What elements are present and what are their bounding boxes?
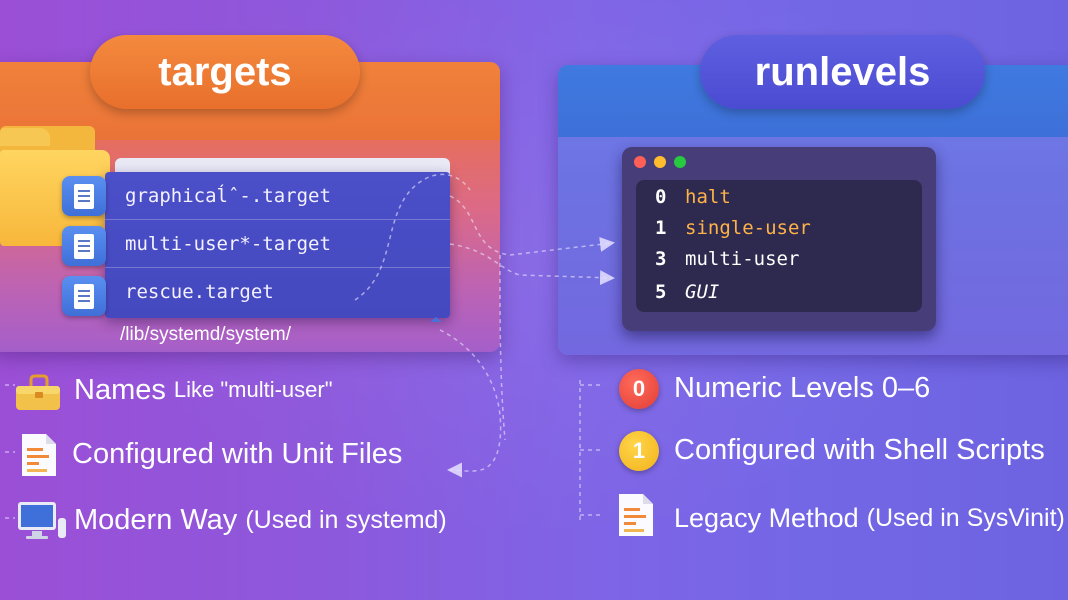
target-row[interactable]: rescue.target: [105, 268, 450, 316]
toolbox-icon: [16, 374, 60, 410]
runlevel-name: halt: [685, 186, 731, 208]
bullet-main: Legacy Method: [674, 502, 859, 533]
targets-title: targets: [90, 35, 360, 109]
systemd-path-label: /lib/systemd/system/: [120, 324, 292, 345]
badge-one-icon: 1: [619, 431, 659, 471]
unit-file-icon: [62, 176, 106, 216]
bullet-sub: Like "multi-user": [173, 377, 333, 402]
unit-file-icon: [62, 276, 106, 316]
target-label: rescue.target: [125, 281, 274, 303]
terminal-line: 3 multi-user: [655, 245, 799, 273]
targets-bullet-unit-files: Configured with Unit Files: [72, 430, 402, 478]
target-row[interactable]: graphicaĺˆ-.target: [105, 172, 450, 220]
target-row[interactable]: multi-user*-target: [105, 220, 450, 268]
bullet-sub: (Used in SysVinit): [866, 503, 1065, 532]
unit-file-icon: [62, 226, 106, 266]
target-file-list: graphicaĺˆ-.target multi-user*-target r…: [105, 172, 450, 318]
terminal-line: 5 GUI: [655, 278, 719, 306]
runlevel-number: 5: [655, 281, 667, 303]
document-icon: [619, 494, 653, 536]
minimize-dot-icon: [654, 156, 666, 168]
runlevel-name: GUI: [685, 281, 720, 303]
bullet-main: Numeric Levels 0–6: [674, 371, 931, 404]
targets-bullet-names: Names Like "multi-user": [74, 366, 333, 414]
bullet-main: Configured with Unit Files: [72, 437, 403, 470]
runlevels-bullet-legacy: Legacy Method (Used in SysVinit): [674, 494, 1065, 542]
terminal-line: 0 halt: [655, 183, 731, 211]
bullet-main: Configured with Shell Scripts: [674, 433, 1045, 466]
target-label: graphicaĺˆ-.target: [125, 184, 331, 207]
document-icon: [22, 434, 56, 476]
bullet-main: Names: [74, 373, 166, 406]
runlevels-bullet-numeric: Numeric Levels 0–6: [674, 364, 930, 412]
bullet-sub: (Used in systemd): [245, 505, 447, 534]
folder-tab: [0, 128, 50, 146]
runlevels-bullet-shell-scripts: Configured with Shell Scripts: [674, 426, 1045, 474]
terminal-screen: [636, 180, 922, 312]
runlevels-title: runlevels: [700, 35, 985, 109]
close-dot-icon: [634, 156, 646, 168]
runlevel-name: single-user: [685, 217, 811, 239]
maximize-dot-icon: [674, 156, 686, 168]
runlevel-number: 3: [655, 248, 667, 270]
monitor-icon: [18, 502, 66, 539]
targets-bullet-modern-way: Modern Way (Used in systemd): [74, 496, 447, 544]
runlevel-number: 0: [655, 186, 667, 208]
runlevel-number: 1: [655, 217, 667, 239]
runlevel-name: multi-user: [685, 248, 800, 270]
terminal-line: 1 single-user: [655, 214, 811, 242]
bullet-main: Modern Way: [74, 503, 238, 536]
badge-zero-icon: 0: [619, 369, 659, 409]
target-label: multi-user*-target: [125, 232, 331, 255]
